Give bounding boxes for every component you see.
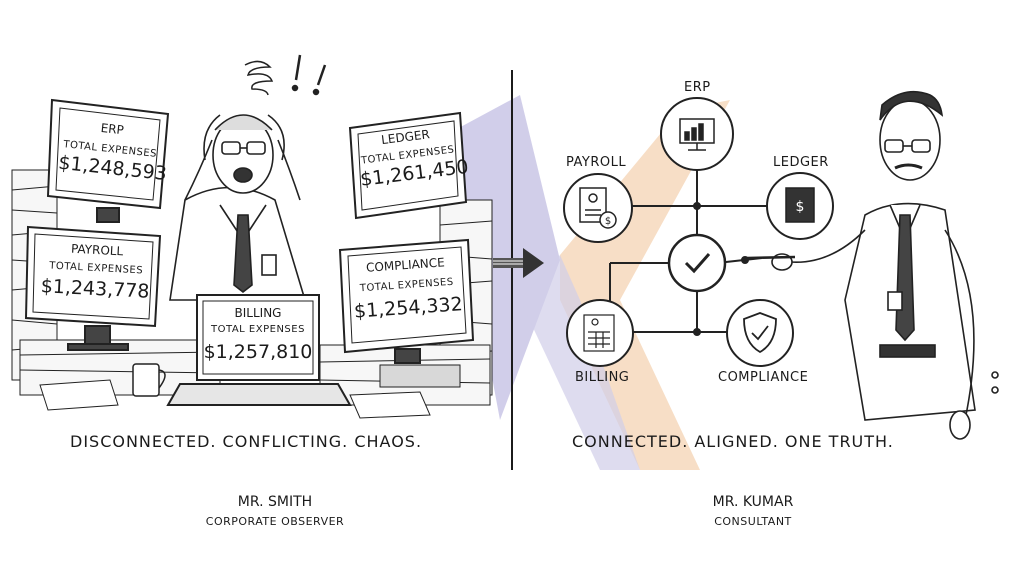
node-ledger-label: LEDGER <box>773 155 829 170</box>
stress-scribble-icon <box>244 60 274 96</box>
left-caption: DISCONNECTED. CONFLICTING. CHAOS. <box>70 432 423 451</box>
node-billing-label: BILLING <box>575 370 630 385</box>
book-dollar-icon: $ <box>785 187 815 223</box>
node-payroll-label: PAYROLL <box>566 155 627 170</box>
spreadsheet-icon <box>583 314 615 352</box>
coffee-mug-icon <box>132 363 166 397</box>
right-person-name: MR. KUMAR <box>712 494 794 510</box>
node-compliance-label: COMPLIANCE <box>718 370 809 385</box>
right-person-role: CONSULTANT <box>714 515 792 528</box>
monitor-erp <box>46 98 170 223</box>
arrow-right-icon <box>493 248 544 278</box>
mr-kumar-figure <box>746 90 999 440</box>
monitor-ledger <box>348 111 468 220</box>
monitor-payroll-label: TOTAL EXPENSES <box>48 260 144 277</box>
monitor-payroll-text: PAYROLL TOTAL EXPENSES $1,243,778 <box>35 240 158 303</box>
monitor-billing <box>166 294 352 406</box>
exclamation-icon <box>291 54 327 96</box>
right-caption: CONNECTED. ALIGNED. ONE TRUTH. <box>572 432 894 451</box>
monitor-billing-text: BILLING TOTAL EXPENSES $1,257,810 <box>203 306 313 363</box>
node-erp-label: ERP <box>684 80 711 95</box>
monitor-payroll <box>24 225 162 351</box>
monitor-billing-value: $1,257,810 <box>203 341 313 363</box>
logo-watermark <box>455 95 730 470</box>
svg-text:$: $ <box>796 199 805 215</box>
monitor-billing-label: TOTAL EXPENSES <box>211 324 305 335</box>
monitor-compliance-text: COMPLIANCE TOTAL EXPENSES $1,254,332 <box>348 254 466 323</box>
checkmark-icon <box>684 253 711 274</box>
mr-smith-figure <box>169 114 307 301</box>
monitor-compliance <box>338 238 475 364</box>
monitor-compliance-label: TOTAL EXPENSES <box>359 276 455 295</box>
svg-text:$: $ <box>605 216 611 227</box>
document-dollar-icon: $ <box>579 187 617 229</box>
left-person-role: CORPORATE OBSERVER <box>205 515 345 528</box>
monitor-billing-title: BILLING <box>234 306 282 320</box>
shield-check-icon <box>743 312 777 354</box>
node-center <box>667 233 727 293</box>
left-person-name: MR. SMITH <box>237 494 313 510</box>
monitor-chart-icon <box>679 118 715 151</box>
monitor-erp-text: ERP TOTAL EXPENSES $1,248,593 <box>57 117 168 185</box>
